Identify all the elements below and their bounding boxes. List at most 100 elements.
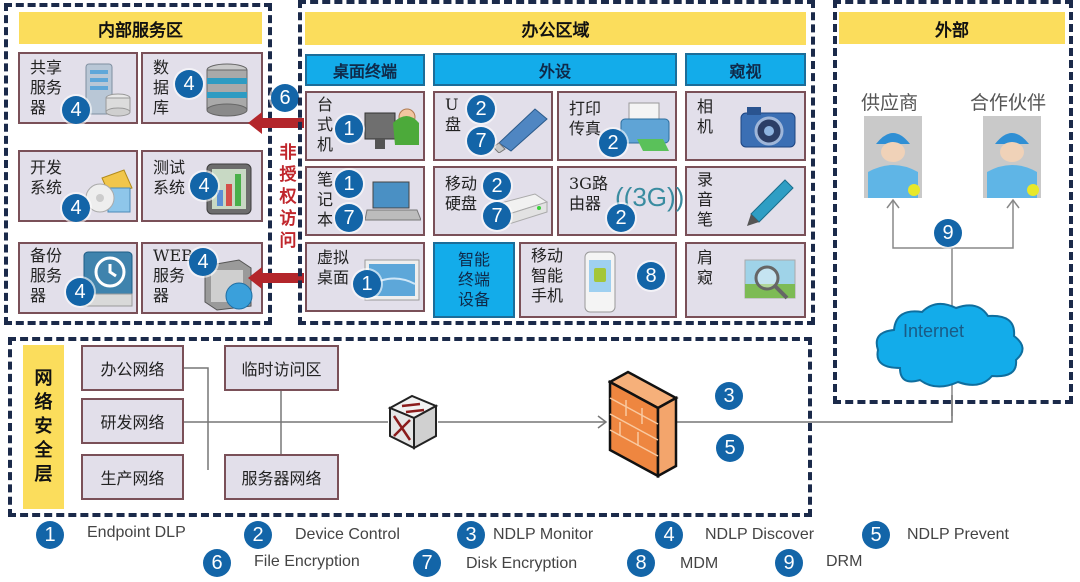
camera-cell[interactable]: 相 机: [685, 91, 806, 161]
legend-badge: 9: [775, 549, 803, 577]
cell-label: 3G路 由器: [569, 174, 608, 213]
mobile-phone-cell[interactable]: 移动 智能 手机 8: [519, 242, 677, 318]
badge-endpoint-dlp: 1: [335, 170, 363, 198]
legend-badge: 7: [413, 549, 441, 577]
legend-badge: 5: [862, 521, 890, 549]
legend-label: NDLP Monitor: [493, 526, 594, 543]
desktop-pc-cell[interactable]: 台 式 机 1: [305, 91, 425, 161]
cell-label: WEB 服务 器: [153, 246, 193, 305]
production-network-box[interactable]: 生产网络: [81, 454, 184, 500]
legend-badge: 2: [244, 521, 272, 549]
network-security-zone: [8, 337, 812, 517]
cell-label: 肩 窥: [697, 248, 714, 287]
supplier-label: 供应商: [861, 92, 919, 114]
office-network-box[interactable]: 办公网络: [81, 345, 184, 391]
voice-recorder-pen-cell[interactable]: 录 音 笔: [685, 166, 806, 236]
office-zone: [298, 0, 815, 325]
external-zone: [833, 0, 1073, 404]
cell-label: 开发 系统: [30, 158, 63, 197]
legend-badge: 1: [36, 521, 64, 549]
badge-ndlp-monitor: 3: [715, 382, 743, 410]
server-network-box[interactable]: 服务器网络: [224, 454, 339, 500]
legend-label: NDLP Discover: [705, 526, 815, 543]
cell-label: 移动 智能 手机: [531, 246, 564, 305]
temp-access-zone-box[interactable]: 临时访问区: [224, 345, 339, 391]
peripherals-header: 外设: [433, 53, 677, 86]
smart-device-header: 智能 终端 设备: [433, 242, 515, 318]
unauthorized-access-arrow-bottom: [248, 267, 304, 289]
legend-badge: 4: [655, 521, 683, 549]
cell-label: 共享 服务 器: [30, 58, 63, 117]
spying-header: 窥视: [685, 53, 806, 86]
database-cell[interactable]: 数 据 库 4: [141, 52, 263, 124]
badge-ndlp-discover: 4: [175, 70, 203, 98]
web-server-cell[interactable]: WEB 服务 器 4: [141, 242, 263, 314]
database-icon: [206, 63, 248, 117]
internal-service-zone: [4, 3, 272, 325]
virtual-desktop-cell[interactable]: 虚拟 桌面 1: [305, 242, 425, 312]
shared-server-cell[interactable]: 共享 服务 器 4: [18, 52, 138, 124]
magnifier-icon: [744, 259, 796, 300]
internet-label: Internet: [903, 321, 965, 341]
badge-drm: 9: [934, 219, 962, 247]
cell-label: 打印 传真: [569, 99, 602, 138]
legend-badge: 8: [627, 549, 655, 577]
legend-label: Disk Encryption: [466, 555, 578, 572]
legend-label: MDM: [680, 555, 719, 572]
printer-fax-cell[interactable]: 打印 传真 2: [557, 91, 677, 161]
cell-label: 备份 服务 器: [30, 246, 63, 305]
badge-ndlp-discover: 4: [66, 278, 94, 306]
cell-label: 台 式 机: [317, 95, 334, 154]
laptop-cell[interactable]: 笔 记 本 1 7: [305, 166, 425, 236]
3g-router-cell[interactable]: 3G路 由器 ((3G)) 2: [557, 166, 684, 236]
badge-ndlp-discover: 4: [62, 96, 90, 124]
badge-endpoint-dlp: 1: [335, 115, 363, 143]
legend-label: Endpoint DLP: [87, 524, 186, 541]
file-server-icon: [85, 63, 131, 117]
supplier-avatar-icon: [864, 116, 922, 198]
laptop-icon: [365, 181, 421, 221]
internal-zone-title: 内部服务区: [19, 12, 262, 44]
firewall-icon: [608, 370, 679, 479]
shoulder-surfing-cell[interactable]: 肩 窥: [685, 242, 806, 318]
software-package-icon: [85, 169, 133, 213]
external-zone-title: 外部: [839, 12, 1065, 44]
legend-label: NDLP Prevent: [907, 526, 1009, 543]
cell-label: 测试 系统: [153, 158, 186, 197]
badge-device-control: 2: [483, 172, 511, 200]
backup-server-cell[interactable]: 备份 服务 器 4: [18, 242, 138, 314]
cell-label: 笔 记 本: [317, 170, 334, 229]
legend-label: Device Control: [295, 526, 400, 543]
printer-icon: [620, 102, 670, 151]
badge-disk-encryption: 7: [335, 204, 363, 232]
badge-mdm: 8: [637, 262, 665, 290]
legend-label: DRM: [826, 553, 863, 570]
legend-badge: 6: [203, 549, 231, 577]
network-switch-icon: [387, 394, 439, 450]
test-system-cell[interactable]: 测试 系统 4: [141, 150, 263, 222]
unauthorized-access-arrow-top: [248, 112, 304, 134]
badge-ndlp-discover: 4: [190, 172, 218, 200]
badge-device-control: 2: [467, 95, 495, 123]
badge-ndlp-discover: 4: [189, 248, 217, 276]
partner-avatar-icon: [983, 116, 1041, 198]
external-hdd-cell[interactable]: 移动 硬盘 2 7: [433, 166, 553, 236]
badge-disk-encryption: 7: [483, 202, 511, 230]
cell-label: 录 音 笔: [697, 170, 714, 229]
badge-ndlp-discover: 4: [62, 194, 90, 222]
office-zone-title: 办公区域: [305, 12, 806, 45]
badge-device-control: 2: [607, 204, 635, 232]
cell-label: U 盘: [445, 95, 462, 134]
legend-badge: 3: [457, 521, 485, 549]
partner-label: 合作伙伴: [970, 92, 1047, 114]
rd-network-box[interactable]: 研发网络: [81, 398, 184, 444]
camera-icon: [740, 107, 796, 148]
network-connectors: [184, 367, 953, 470]
dev-system-cell[interactable]: 开发 系统 4: [18, 150, 138, 222]
usb-drive-cell[interactable]: U 盘 2 7: [433, 91, 553, 161]
bar-chart-monitor-icon: [206, 163, 252, 215]
badge-file-encryption: 6: [271, 84, 299, 112]
android-phone-icon: [584, 251, 616, 313]
network-layer-title: 网 络 安 全 层: [23, 345, 64, 509]
internet-cloud-icon: [875, 302, 1024, 388]
